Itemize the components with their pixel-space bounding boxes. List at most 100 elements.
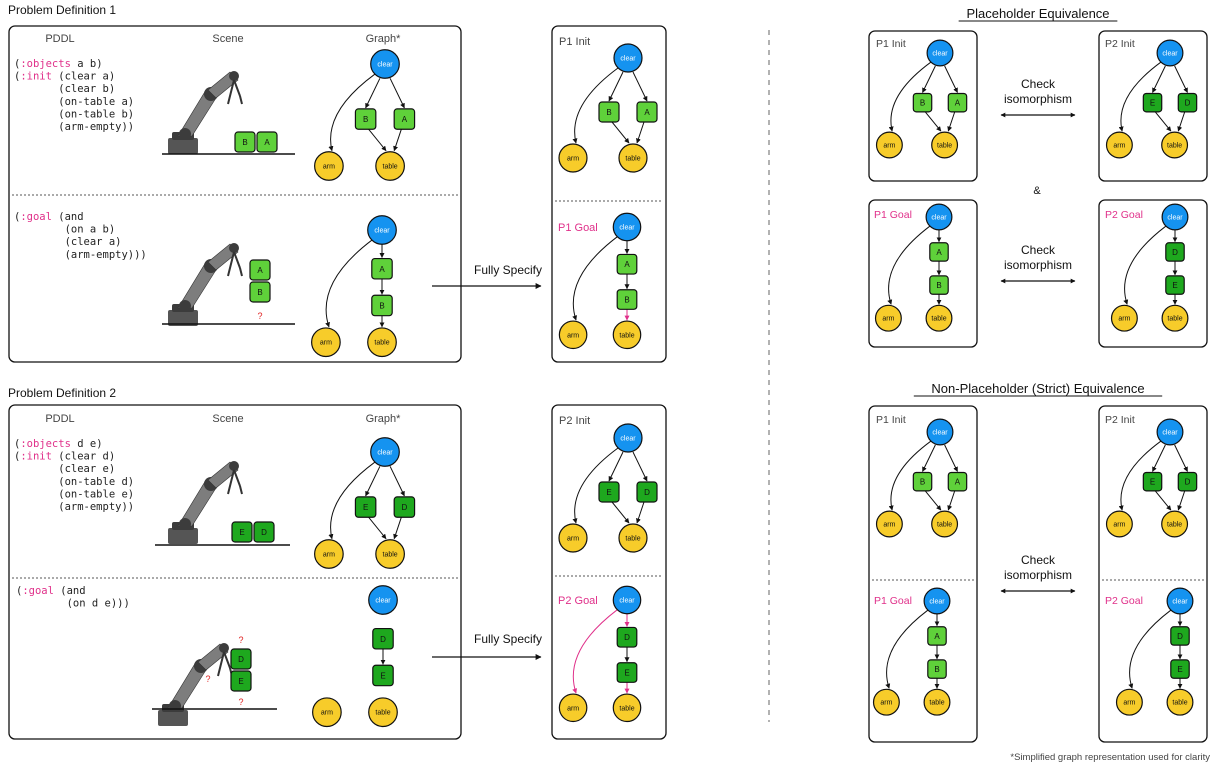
p1-graph-goal-node-clear — [612, 212, 642, 242]
p2-graph-init-edge-b1-table — [611, 501, 630, 524]
ph-p2-init-graph-edge-clear-b1 — [1152, 65, 1166, 93]
pd1-pddl-init-line: (on-table a) — [14, 96, 134, 108]
p1-graph-init-node-block-2 — [636, 101, 658, 123]
pd2-scene-goal-block-e-label: E — [238, 677, 243, 686]
pd1-robot-goal-shoulder — [179, 300, 191, 312]
ph-p2-goal-graph-node-arm-label: arm — [1118, 316, 1130, 323]
p2-graph-goal-node-clear-label: clear — [619, 598, 635, 605]
ph-p2-init-graph-node-clear — [1156, 39, 1184, 67]
ph-p1-goal-graph-node-table-label: table — [931, 316, 946, 323]
st-p2-init-graph-node-block-1-label: E — [1150, 478, 1155, 487]
ph-p1-init-panel — [868, 30, 978, 182]
p2-graph-init-node-block-1-label: E — [606, 488, 611, 497]
ph-p1-goal-panel — [868, 199, 978, 348]
st-p1-init-graph-node-arm — [875, 510, 903, 538]
st-p1-init-graph-node-block-2 — [947, 471, 968, 492]
pd2-graph-goal-node-block-bottom — [372, 664, 394, 687]
st-p1-init-graph-node-block-1-label: B — [920, 478, 925, 487]
pd1-graph-init-edge-clear-arm — [328, 73, 376, 152]
pd2-graph-init-edge-clear-b2 — [389, 466, 405, 497]
ph-p1-init-graph-edge-clear-b2 — [944, 65, 958, 93]
pd2-box — [8, 404, 462, 740]
pd1-graph-goal-edge-clear-arm — [325, 239, 373, 328]
pd1-robot-goal-wrist — [229, 243, 239, 253]
st-p2-init-label: P2 Init — [1105, 414, 1135, 426]
ph-p2-init-graph-node-arm — [1105, 131, 1133, 159]
ph-p1-goal-graph-edge-clear-arm — [887, 225, 931, 305]
ph-p1-goal-graph-node-arm-label: arm — [882, 316, 894, 323]
st-p1-init-graph-node-clear — [926, 418, 954, 446]
pd1-graph-init-node-clear — [370, 49, 400, 79]
pd1-robot-goal — [168, 243, 243, 326]
p2-graph-init-edge-b2-table — [636, 501, 645, 524]
p1-goal-label: P1 Goal — [558, 222, 598, 234]
pd2-graph-init-node-table-label: table — [383, 552, 398, 559]
p2-graph-init-edge-clear-b2 — [632, 451, 648, 482]
ph-p1-init-graph-edge-b1-table — [924, 111, 942, 132]
p1-graph-goal-node-block-top — [616, 253, 638, 275]
ph-p2-goal-graph-node-block-top-label: D — [1172, 248, 1178, 257]
ph-p2-init-graph-node-clear-label: clear — [1162, 51, 1178, 58]
st-p1-panel — [868, 405, 978, 743]
ph-p1-init-graph-node-table — [931, 131, 959, 159]
ph-p1-goal-graph-node-arm — [874, 304, 902, 332]
pd1-graph-goal-node-arm — [311, 327, 341, 358]
pd2-graph-init-edge-b1-table — [368, 516, 387, 540]
st-p2-init-graph-node-arm-label: arm — [1113, 522, 1125, 529]
st-p2-goal-graph-edge-clear-arm — [1128, 609, 1172, 689]
pd1-graph-goal-node-arm-label: arm — [320, 340, 332, 347]
ph-p2-init-graph-node-block-2 — [1177, 92, 1198, 113]
p1-graph-init-node-table — [618, 143, 648, 173]
st-p2-init-graph-node-block-2 — [1177, 471, 1198, 492]
st-p2-init-graph-edge-b1-table — [1154, 490, 1172, 511]
p1-graph-goal-node-arm-label: arm — [567, 332, 579, 339]
pd1-graph-init-node-arm-label: arm — [323, 164, 335, 171]
p2-graph-goal-node-table-label: table — [619, 705, 634, 712]
p1-graph-goal-node-block-bottom-label: B — [624, 296, 629, 305]
st-p2-goal-graph-node-block-bottom — [1170, 659, 1190, 679]
p1-graph-init-edge-clear-b2 — [632, 71, 648, 102]
pd2-pddl-init-line: (arm-empty)) — [14, 501, 134, 513]
pd2-graph-init-node-table — [375, 539, 405, 569]
pd1-scene-goal-question: ? — [257, 311, 262, 321]
pd2-pddl-init-line: (on-table d) — [14, 476, 134, 488]
ph-p2-goal-graph-node-table-label: table — [1167, 316, 1182, 323]
p2-panel — [551, 404, 667, 740]
pd1-pddl-init-line: (:objects a b) — [14, 58, 103, 70]
pd1-fully-specify-label: Fully Specify — [474, 263, 542, 277]
p1-graph-goal-node-table-label: table — [619, 332, 634, 339]
pd2-robot-goal-gripper — [217, 651, 233, 677]
st-p1-goal-graph-node-block-bottom-label: B — [934, 665, 939, 674]
p1-graph-goal-node-table — [612, 320, 642, 350]
p2-goal-label: P2 Goal — [558, 595, 598, 607]
pd1-col-graph: Graph* — [366, 33, 402, 45]
pd2-col-pddl: PDDL — [45, 413, 74, 425]
st-p1-init-graph-node-arm-label: arm — [883, 522, 895, 529]
pd2-graph-goal-node-arm-label: arm — [321, 710, 333, 717]
pd2-graph-goal-node-arm — [312, 697, 342, 728]
st-p2-init-graph-node-table — [1161, 510, 1189, 538]
ph-p2-goal-graph-node-block-bottom-label: E — [1172, 281, 1177, 290]
ph-p2-goal-panel — [1098, 199, 1208, 348]
p2-graph-init-node-table-label: table — [625, 536, 640, 543]
pd1-pddl-goal-line: (arm-empty))) — [14, 249, 147, 261]
p1-graph-init-node-block-2-label: A — [644, 108, 650, 117]
st-p1-goal-graph-node-clear — [923, 587, 951, 615]
pd2-graph-init-node-block-2-label: D — [401, 503, 407, 512]
ph-p2-init-graph-edge-b2-table — [1177, 111, 1186, 132]
st-p2-goal-graph-node-table — [1166, 688, 1194, 716]
p1-graph-init-edge-b1-table — [611, 121, 630, 144]
pd1-scene-goal-block-a-label: A — [257, 266, 263, 275]
pd1-robot-init-gripper — [227, 79, 243, 105]
pd2-graph-init-node-block-2 — [393, 496, 416, 518]
pd2-fully-specify-label: Fully Specify — [474, 632, 542, 646]
st-p2-goal-graph-node-block-top — [1170, 626, 1190, 646]
p1-graph-goal-node-clear-label: clear — [619, 225, 635, 232]
pd2-graph-goal-node-block-bottom-label: E — [380, 671, 385, 680]
ph-p2-goal-graph-node-block-bottom — [1165, 275, 1185, 295]
p1-graph-init-node-clear — [613, 43, 643, 73]
ph-p2-goal-graph-edge-clear-arm — [1123, 225, 1167, 305]
ph-p2-goal-graph-node-clear — [1161, 203, 1189, 231]
pd1-title: Problem Definition 1 — [8, 3, 116, 17]
p2-graph-init-node-clear-label: clear — [620, 436, 636, 443]
